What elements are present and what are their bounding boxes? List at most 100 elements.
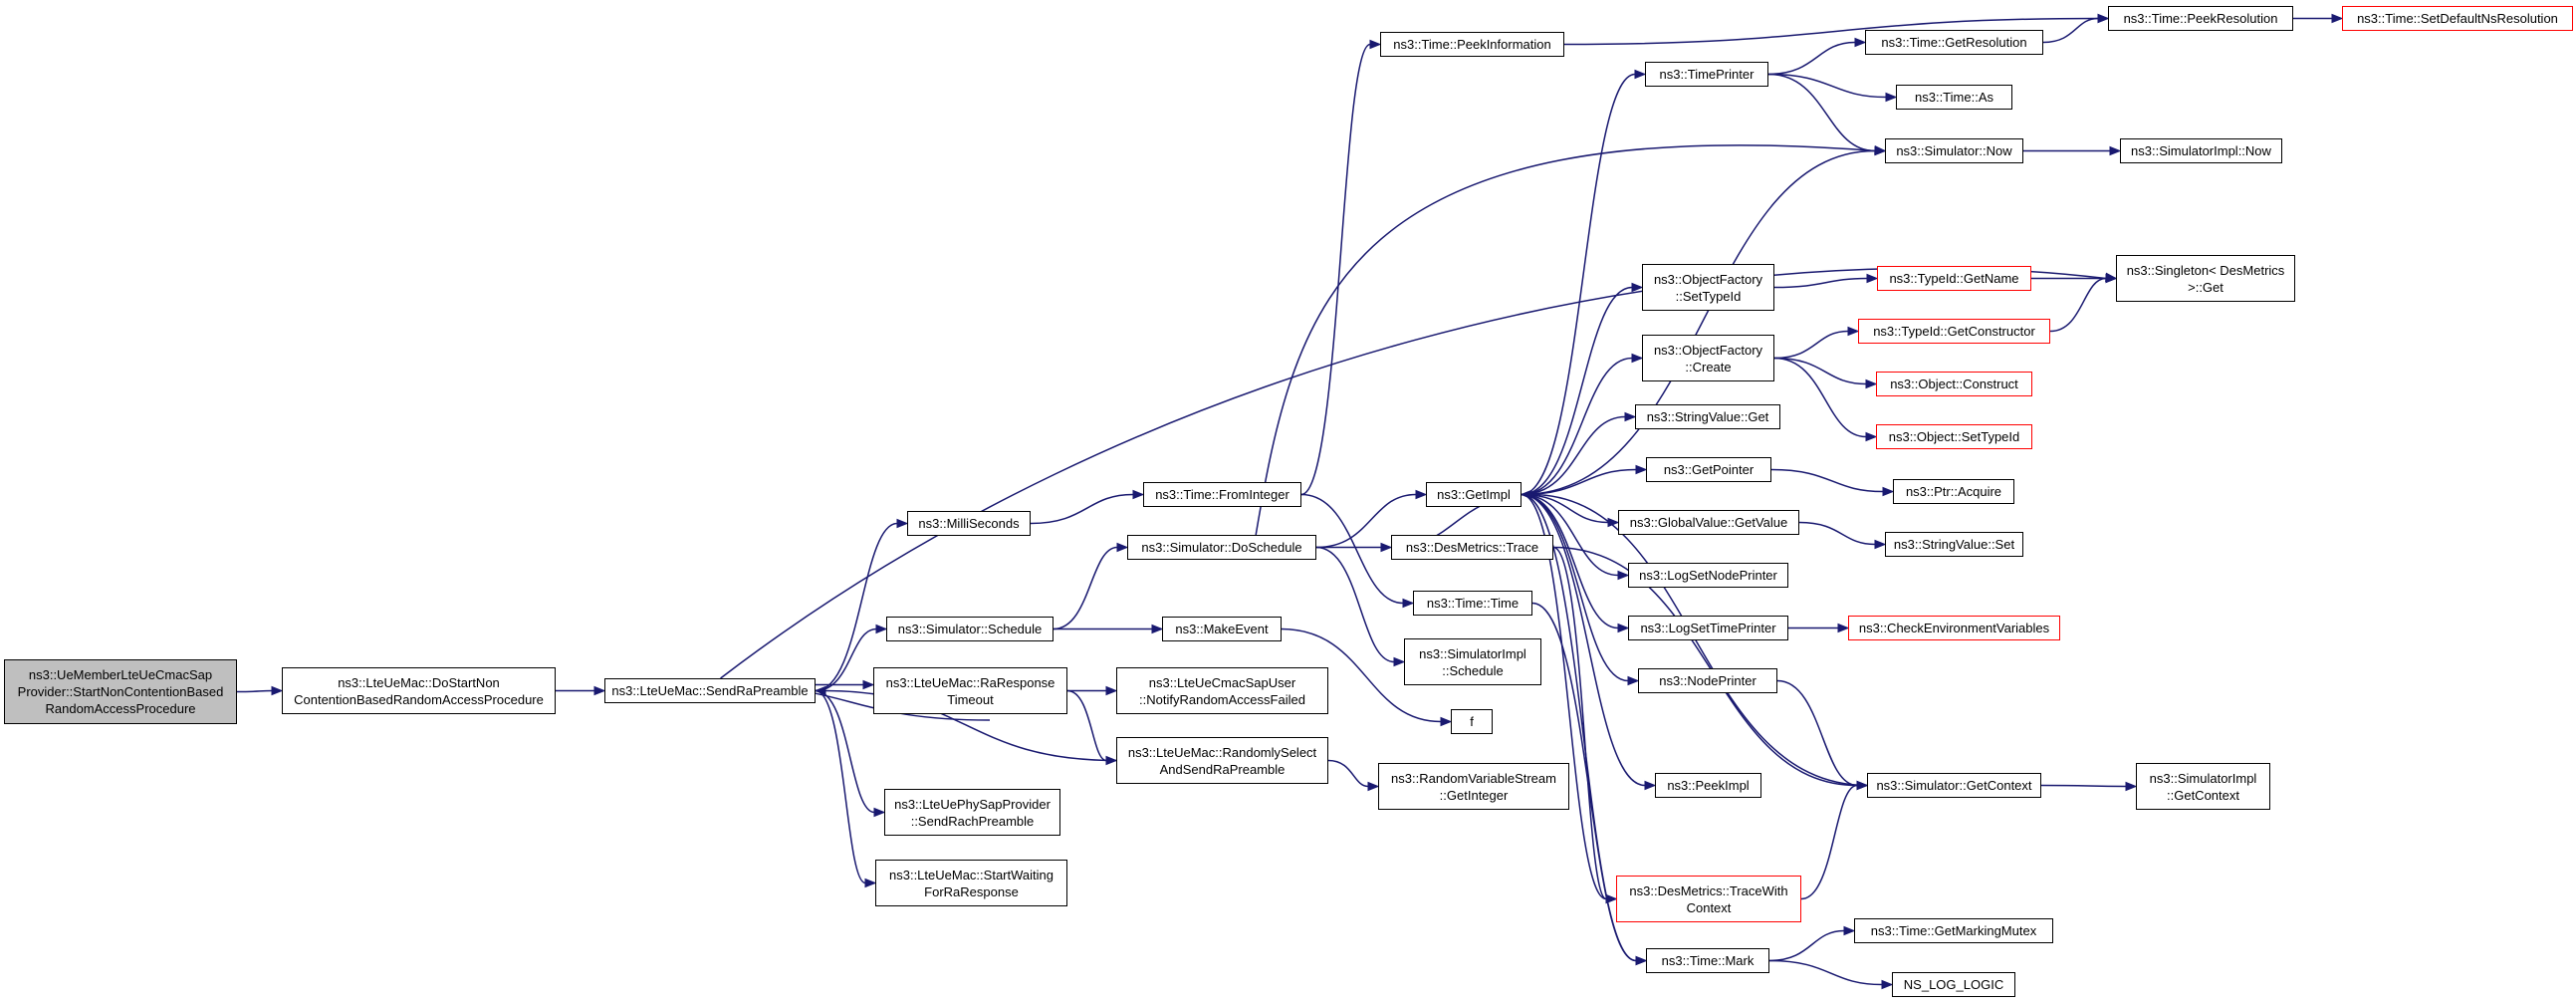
graph-node-time-printer[interactable]: ns3::TimePrinter — [1645, 62, 1768, 87]
edge-sendRaPreamble-to-simSchedule — [815, 628, 877, 692]
graph-node-from-integer[interactable]: ns3::Time::FromInteger — [1143, 482, 1301, 507]
edge-ofCreate-to-objectConstruct — [1773, 357, 1867, 385]
graph-node-label: ns3::LogSetNodePrinter — [1639, 568, 1777, 583]
graph-node-label: ns3::ObjectFactory — [1653, 271, 1763, 287]
graph-node-get-resolution[interactable]: ns3::Time::GetResolution — [1865, 30, 2043, 55]
graph-node-sim-impl-get-context[interactable]: ns3::SimulatorImpl::GetContext — [2136, 763, 2270, 810]
graph-node-global-value-get[interactable]: ns3::GlobalValue::GetValue — [1618, 510, 1799, 535]
edge-arrowhead — [1151, 624, 1164, 634]
edge-getImpl-to-timePrinter — [1521, 73, 1636, 496]
edge-getImpl-to-globalValueGet — [1521, 493, 1609, 524]
edge-arrowhead — [1132, 489, 1145, 500]
edge-arrowhead — [1847, 326, 1860, 337]
edge-getImpl-to-stringValueGet — [1521, 415, 1626, 496]
edge-arrowhead — [1837, 623, 1850, 633]
graph-node-object-construct[interactable]: ns3::Object::Construct — [1876, 372, 2032, 396]
graph-node-label: ns3::LteUeMac::StartWaiting — [889, 867, 1054, 882]
edge-arrowhead — [1627, 675, 1640, 686]
graph-node-ptr-acquire[interactable]: ns3::Ptr::Acquire — [1893, 479, 2014, 504]
graph-node-peek-resolution[interactable]: ns3::Time::PeekResolution — [2108, 6, 2293, 31]
graph-node-log-set-time-printer[interactable]: ns3::LogSetTimePrinter — [1628, 616, 1788, 640]
graph-node-check-env-vars[interactable]: ns3::CheckEnvironmentVariables — [1848, 616, 2060, 640]
graph-node-label: ::Schedule — [1442, 662, 1504, 678]
graph-node-of-set-type-id[interactable]: ns3::ObjectFactory::SetTypeId — [1642, 264, 1774, 311]
graph-node-label: ForRaResponse — [924, 883, 1019, 899]
graph-node-peek-impl[interactable]: ns3::PeekImpl — [1655, 773, 1761, 798]
edge-arrowhead — [1874, 539, 1887, 550]
graph-node-send-rach-preamble[interactable]: ns3::LteUePhySapProvider::SendRachPreamb… — [884, 789, 1060, 836]
edge-makeEvent-to-fNode — [1281, 628, 1442, 723]
graph-node-get-marking-mutex[interactable]: ns3::Time::GetMarkingMutex — [1854, 918, 2053, 943]
graph-node-label: ns3::Time::PeekInformation — [1393, 37, 1551, 52]
edge-sendRaPreamble-to-milliSeconds — [815, 522, 898, 692]
edge-arrowhead — [1874, 145, 1887, 156]
graph-node-singleton-get[interactable]: ns3::Singleton< DesMetrics >::Get — [2116, 255, 2295, 302]
edge-arrowhead — [1635, 464, 1648, 475]
graph-node-label: ns3::PeekImpl — [1667, 778, 1750, 793]
edge-arrowhead — [1105, 685, 1118, 696]
graph-node-label: ns3::Simulator::Schedule — [897, 622, 1043, 636]
graph-node-ns-log-logic[interactable]: NS_LOG_LOGIC — [1892, 972, 2015, 997]
edge-arrowhead — [1369, 39, 1382, 50]
graph-node-label: Timeout — [947, 691, 994, 707]
edge-arrowhead — [1882, 486, 1895, 497]
graph-node-type-id-get-name[interactable]: ns3::TypeId::GetName — [1877, 266, 2031, 291]
graph-node-string-value-set[interactable]: ns3::StringValue::Set — [1885, 532, 2023, 557]
edge-timePrinter-to-simNow — [1767, 73, 1876, 152]
edge-arrowhead — [1393, 656, 1406, 667]
edge-arrowhead — [2105, 273, 2118, 284]
graph-node-milli-seconds[interactable]: ns3::MilliSeconds — [907, 511, 1031, 536]
graph-node-label: ns3::SimulatorImpl — [1419, 645, 1526, 661]
graph-node-time-time[interactable]: ns3::Time::Time — [1413, 591, 1532, 616]
graph-node-label: ns3::DesMetrics::TraceWith — [1629, 882, 1788, 898]
graph-node-label: ns3::SimulatorImpl — [2149, 770, 2257, 786]
graph-node-sim-now[interactable]: ns3::Simulator::Now — [1885, 138, 2023, 163]
graph-node-sim-schedule[interactable]: ns3::Simulator::Schedule — [886, 617, 1054, 641]
graph-node-type-id-get-constructor[interactable]: ns3::TypeId::GetConstructor — [1858, 319, 2050, 344]
graph-node-label: ns3::Time::PeekResolution — [2123, 11, 2278, 26]
graph-node-label: ContentionBasedRandomAccessProcedure — [294, 691, 544, 707]
graph-node-object-set-type-id[interactable]: ns3::Object::SetTypeId — [1876, 424, 2032, 449]
graph-node-label: ns3::Simulator::GetContext — [1876, 778, 2032, 793]
graph-node-label: ns3::LteUeMac::RaResponse — [885, 674, 1055, 690]
graph-node-label: >::Get — [2188, 279, 2224, 295]
graph-node-f-node[interactable]: f — [1451, 709, 1493, 734]
graph-node-label: AndSendRaPreamble — [1159, 761, 1286, 777]
graph-node-rvs-get-integer[interactable]: ns3::RandomVariableStream::GetInteger — [1378, 763, 1569, 810]
graph-node-log-set-node-printer[interactable]: ns3::LogSetNodePrinter — [1628, 563, 1788, 588]
edge-timeMark-to-getMarkingMutex — [1768, 929, 1845, 962]
graph-node-sim-impl-now[interactable]: ns3::SimulatorImpl::Now — [2120, 138, 2282, 163]
graph-node-label: ::SendRachPreamble — [910, 813, 1035, 829]
edge-timePrinter-to-timeAs — [1767, 73, 1887, 99]
graph-node-make-event[interactable]: ns3::MakeEvent — [1162, 617, 1282, 641]
graph-node-sim-get-context[interactable]: ns3::Simulator::GetContext — [1867, 773, 2041, 798]
graph-node-get-pointer[interactable]: ns3::GetPointer — [1646, 457, 1771, 482]
graph-node-peek-information[interactable]: ns3::Time::PeekInformation — [1380, 32, 1564, 57]
graph-node-label: Provider::StartNonContentionBased — [17, 684, 224, 699]
graph-node-time-mark[interactable]: ns3::Time::Mark — [1646, 948, 1769, 973]
graph-node-sim-impl-schedule[interactable]: ns3::SimulatorImpl::Schedule — [1404, 638, 1541, 685]
graph-node-des-trace[interactable]: ns3::DesMetrics::Trace — [1391, 535, 1553, 560]
graph-node-of-create[interactable]: ns3::ObjectFactory::Create — [1642, 335, 1774, 381]
graph-node-send-ra-preamble[interactable]: ns3::LteUeMac::SendRaPreamble — [604, 678, 816, 703]
graph-node-notify-ra-failed[interactable]: ns3::LteUeCmacSapUser::NotifyRandomAcces… — [1116, 667, 1328, 714]
graph-node-string-value-get[interactable]: ns3::StringValue::Get — [1635, 404, 1780, 429]
graph-node-node-printer[interactable]: ns3::NodePrinter — [1638, 668, 1777, 693]
graph-node-label: ns3::DesMetrics::Trace — [1405, 540, 1539, 555]
graph-node-label: ns3::StringValue::Get — [1646, 409, 1769, 424]
edge-fromInteger-to-peekInformation — [1300, 43, 1371, 496]
graph-node-set-default-ns-res[interactable]: ns3::Time::SetDefaultNsResolution — [2342, 6, 2573, 31]
graph-node-do-schedule[interactable]: ns3::Simulator::DoSchedule — [1127, 535, 1316, 560]
graph-node-label: ns3::MakeEvent — [1175, 622, 1269, 636]
graph-node-label: ns3::Time::GetResolution — [1881, 35, 2027, 50]
graph-node-get-impl[interactable]: ns3::GetImpl — [1426, 482, 1522, 507]
graph-node-time-as[interactable]: ns3::Time::As — [1896, 85, 2012, 110]
edge-arrowhead — [814, 685, 826, 696]
